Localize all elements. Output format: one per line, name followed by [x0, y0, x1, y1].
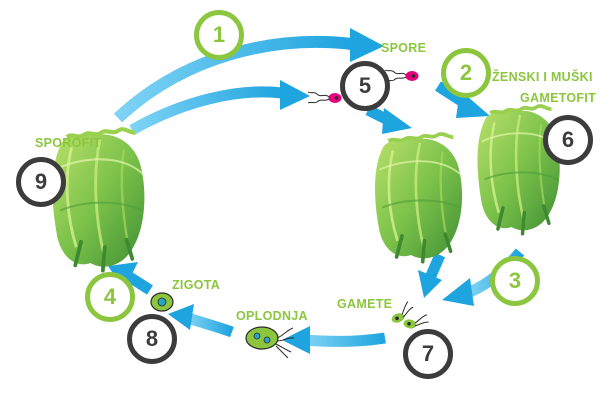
step-badge-6: 6 — [543, 115, 593, 165]
center-gametophyte-plant — [373, 132, 464, 264]
label-gametes: GAMETE — [337, 297, 393, 311]
label-zygote: ZIGOTA — [172, 278, 221, 292]
step-badge-1: 1 — [194, 10, 244, 60]
label-gametophyte-line1: ŽENSKI I MUŠKI — [492, 70, 593, 84]
zygote-icon — [150, 292, 174, 312]
step-number: 9 — [34, 169, 48, 194]
arrow-center-gametophyte-to-gametes — [418, 252, 446, 298]
step-badge-5: 5 — [340, 61, 390, 111]
step-badge-9: 9 — [16, 157, 66, 207]
step-badge-3: 3 — [490, 256, 540, 306]
fertilization-cell — [245, 326, 295, 359]
gamete-cells — [387, 300, 431, 333]
step-badge-2: 2 — [441, 48, 491, 98]
step-number: 2 — [459, 60, 473, 85]
sea-lettuce-icon — [52, 129, 144, 270]
step-badge-4: 4 — [85, 272, 135, 322]
label-sporophyte: SPOROFIT — [35, 136, 102, 150]
arrow-gametes-to-fertilization — [282, 326, 386, 354]
arrow-sporophyte-to-spores-inner — [129, 80, 310, 135]
arrow-spores-to-center-gametophyte — [365, 105, 412, 134]
step-number: 6 — [561, 127, 575, 152]
spore-icon — [307, 91, 342, 104]
step-number: 8 — [145, 326, 159, 351]
sporophyte-plant — [52, 129, 144, 270]
step-number: 4 — [103, 284, 117, 309]
arrow-fertilization-to-zygote — [168, 304, 234, 338]
label-fertilization: OPLODNJA — [236, 309, 308, 323]
spore-icon — [384, 69, 419, 82]
step-badge-8: 8 — [127, 314, 177, 364]
step-number: 7 — [421, 341, 435, 366]
label-gametophyte-line2: GAMETOFIT — [520, 91, 597, 105]
sea-lettuce-icon — [373, 132, 464, 264]
step-number: 5 — [358, 73, 372, 98]
label-spore: SPORE — [381, 41, 427, 55]
step-number: 3 — [508, 268, 522, 293]
step-number: 1 — [212, 22, 226, 47]
step-badge-7: 7 — [403, 329, 453, 379]
